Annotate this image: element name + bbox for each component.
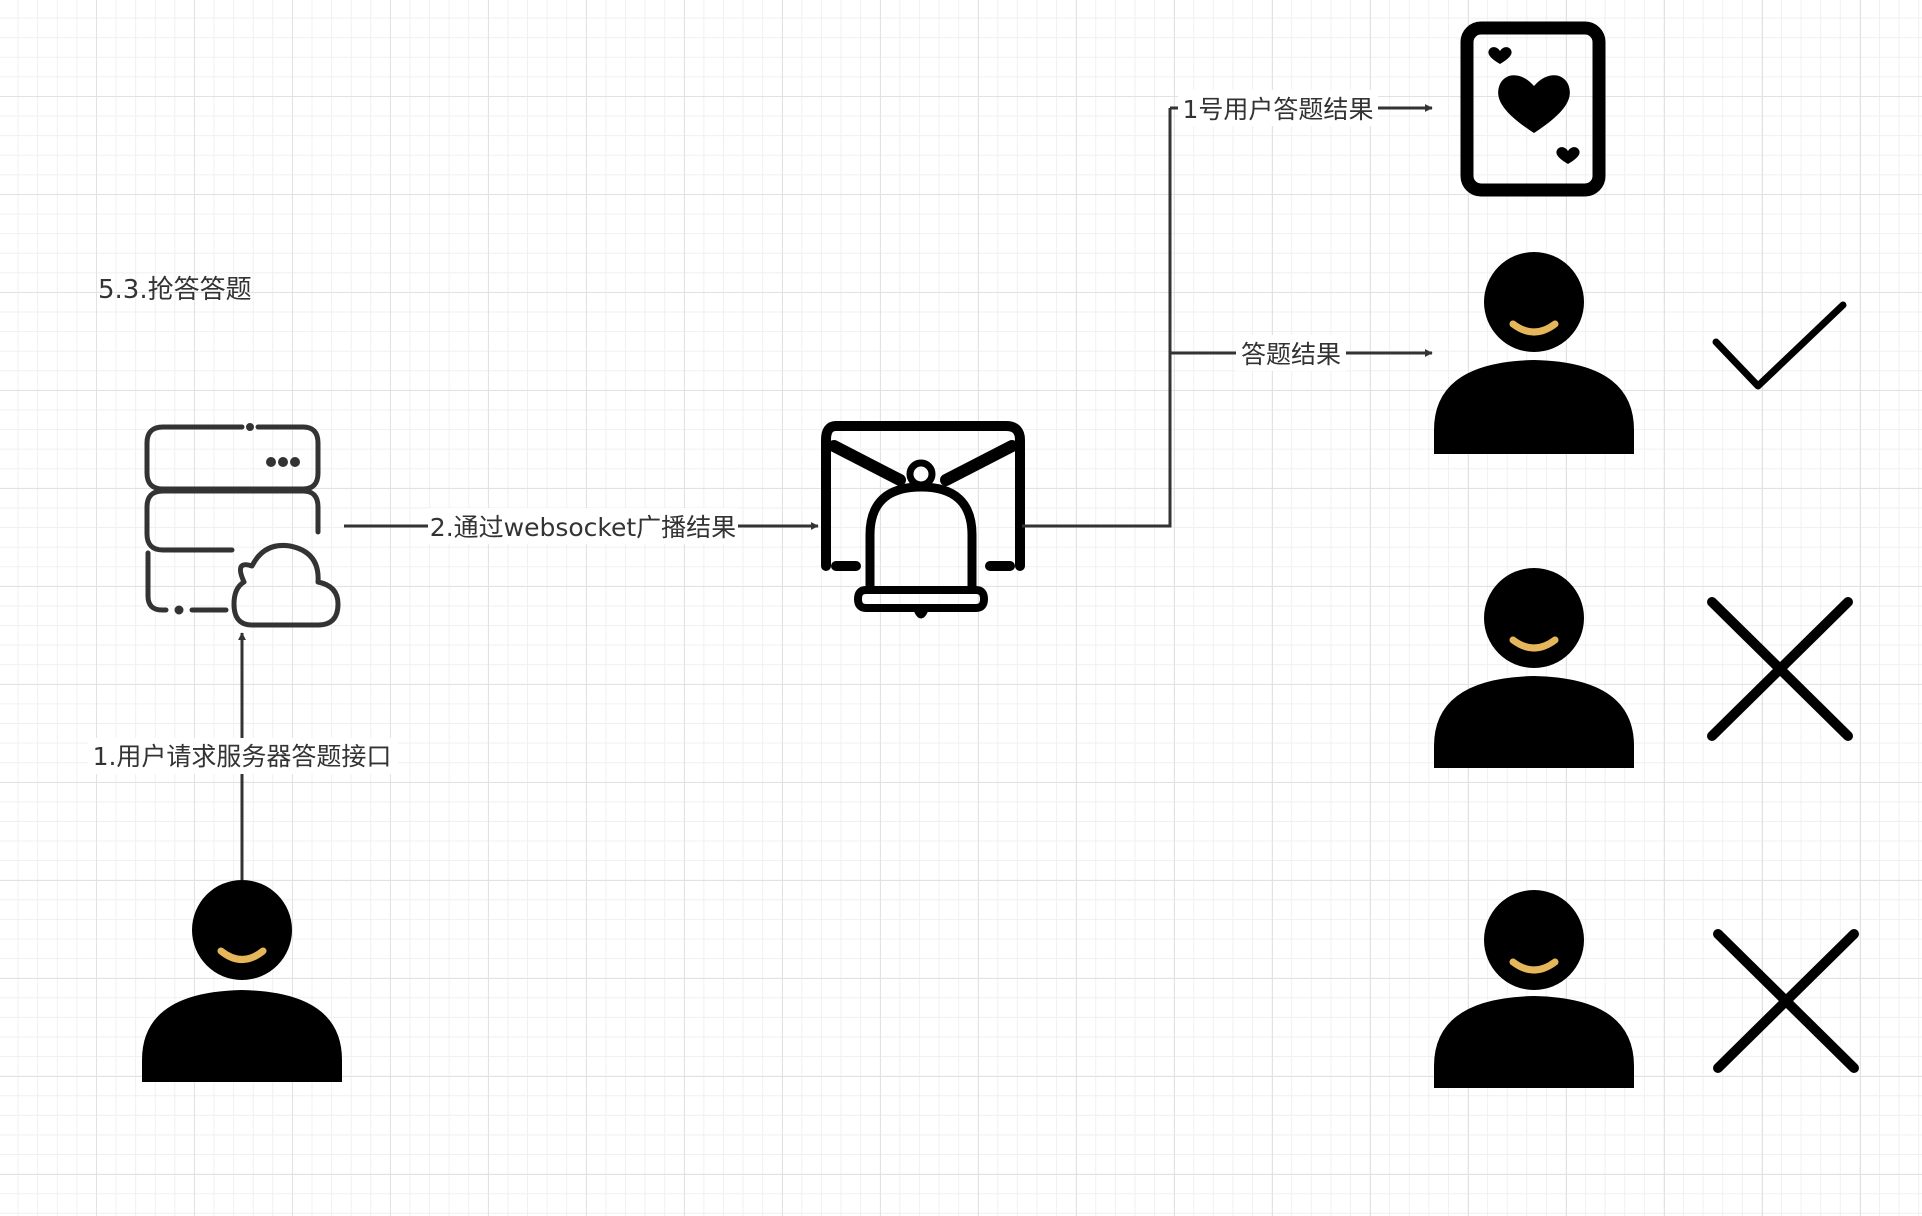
result-edge-label: 答题结果 [1241,340,1341,369]
request-edge-label: 1.用户请求服务器答题接口 [93,742,392,771]
broadcast-edge-label: 2.通过websocket广播结果 [430,513,736,542]
user-icon-1[interactable] [1434,252,1634,454]
cross-icon-1 [1707,597,1853,741]
server-cloud-icon[interactable] [144,423,341,628]
user-icon-2[interactable] [1434,568,1634,768]
user-icon-3[interactable] [1434,890,1634,1088]
cross-icon-2 [1713,929,1859,1073]
user-icon-requester[interactable] [142,880,342,1082]
winner-edge-label: 1号用户答题结果 [1183,95,1374,124]
distribution-edge-trunk[interactable] [1022,108,1172,528]
diagram-title: 5.3.抢答答题 [98,275,252,305]
notification-bell-icon[interactable] [821,421,1025,619]
check-icon [1712,301,1847,390]
heart-card-icon[interactable] [1460,21,1606,197]
